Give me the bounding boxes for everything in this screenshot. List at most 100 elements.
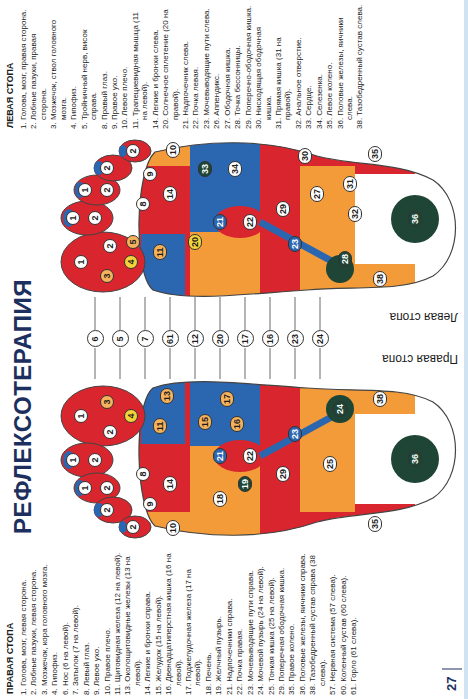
list-heading: ЛЕВАЯ СТОПА — [6, 63, 16, 128]
list-item: 61. Горло (61 слева). — [349, 549, 358, 695]
callout-number: 24 — [333, 401, 347, 417]
callout-number: 9 — [143, 497, 157, 511]
list-item: 19. Желчный пузырь. — [214, 549, 223, 695]
callout-number: 4 — [124, 255, 138, 269]
list-item: 3. Мозжечок, ствол головного мозга. — [49, 4, 68, 129]
list-item: 32. Анальное отверстие. — [294, 4, 303, 129]
callout-number: 5 — [112, 331, 129, 348]
left-foot — [55, 134, 460, 304]
list-item: 33. Сердце. — [304, 4, 313, 129]
list-item: 4. Гипофиз. — [69, 4, 78, 129]
list-item: 23. Мочевыводящие пути слева. — [202, 4, 211, 129]
callout-number: 2 — [88, 453, 102, 467]
foot-label: Правая стопа — [382, 352, 458, 366]
page-title: РЕФЛЕКСОТЕРАПИЯ — [10, 279, 36, 534]
callout-number: 7 — [137, 331, 154, 348]
callout-number: 14 — [163, 476, 177, 492]
list-item: 24. Мочевой пузырь (24 на левой). — [256, 549, 265, 695]
callout-number: 11 — [153, 244, 167, 260]
list-item: 38. Тазобедренный сустав слева. — [355, 4, 364, 129]
callout-number: 16 — [262, 331, 279, 348]
list-item: 34. Селезенка. — [315, 4, 324, 129]
callout-number: 2 — [88, 211, 102, 225]
list-item: 60. Коленный сустав (60 слева). — [339, 549, 348, 695]
list-item: 36. Половые железы, яичники справа. — [298, 549, 307, 695]
callout-number: 24 — [312, 331, 329, 348]
callout-number: 34 — [228, 161, 242, 177]
list-item: 38. Тазобедренный сустав справа (38 слев… — [308, 549, 327, 695]
list-item: 29. Поперечно-ободочная кишка. — [244, 4, 253, 129]
list-item: 57. Нервная система (57 слева). — [328, 549, 337, 695]
callout-number: 33 — [198, 161, 212, 177]
callout-number: 10 — [166, 520, 180, 536]
callout-number: 16 — [230, 416, 244, 432]
callout-number: 30 — [298, 148, 312, 164]
callout-number: 2 — [100, 183, 114, 197]
callout-number: 9 — [143, 167, 157, 181]
callout-number: 5 — [126, 235, 140, 249]
list-item: 36. Половые железы, яичники слева. — [336, 4, 355, 129]
callout-number: 13 — [160, 388, 174, 404]
list-item: 27. Ободочная кишка. — [223, 4, 232, 129]
list-item: 15. Желудок (15 на левой). — [154, 549, 163, 695]
list-item: 20. Солнечное сплетение (20 на правой). — [161, 4, 180, 129]
callout-number: 3 — [100, 395, 114, 409]
list-item: 10. Правое плечо. — [103, 549, 112, 695]
list-item: 31. Прямая кишка (31 на правой). — [274, 4, 293, 129]
list-item: 18. Печень. — [204, 549, 213, 695]
callout-number: 1 — [74, 255, 88, 269]
list-item: 35. Правое колено. — [287, 549, 296, 695]
callout-number: 2 — [100, 481, 114, 495]
list-item: 25. Тонкая кишка (25 на левой). — [267, 549, 276, 695]
list-item: 11. Щитовидная железа (12 на левой). — [113, 549, 122, 695]
callout-number: 61 — [162, 331, 179, 348]
list-item: 26. Аппендикс. — [212, 4, 221, 129]
callout-number: 17 — [220, 391, 234, 407]
callout-number: 29 — [276, 466, 290, 482]
callout-number: 38 — [373, 271, 387, 287]
callout-number: 22 — [243, 448, 257, 464]
list-item: 16. Двенадцатиперстная кишка (16 на лево… — [164, 549, 183, 695]
callout-number: 32 — [348, 206, 362, 222]
foot-label: Левая стопа — [389, 310, 458, 324]
callout-number: 36 — [408, 211, 422, 227]
callout-number: 2 — [100, 503, 114, 517]
callout-number: 2 — [103, 425, 117, 439]
callout-number: 29 — [276, 201, 290, 217]
callout-number: 2 — [126, 144, 140, 158]
list-item: 13. Околощитовидные железы (13 на левой)… — [123, 549, 142, 695]
list-heading: ПРАВАЯ СТОПА — [6, 623, 16, 694]
organ-list: 1. Голова, мозг, правая сторона.2. Лобны… — [19, 4, 366, 129]
callout-number: 20 — [212, 331, 229, 348]
callout-number: 21 — [213, 448, 227, 464]
callout-number: 38 — [373, 391, 387, 407]
list-item: 10. Левое плечо. — [120, 4, 129, 129]
callout-number: 23 — [288, 426, 302, 442]
callout-number: 2 — [126, 520, 140, 534]
list-item: 21. Надпочечники справа. — [225, 549, 234, 695]
callout-number: 23 — [287, 331, 304, 348]
callout-number: 14 — [163, 186, 177, 202]
list-item: 3. Мозжечок, кора головного мозга. — [40, 549, 49, 695]
callout-number: 1 — [78, 183, 92, 197]
list-item: 8. Правый глаз. — [100, 4, 109, 129]
list-item: 17. Поджелудочная железа (17 на левой). — [184, 549, 203, 695]
list-item: 8. Левый глаз. — [82, 549, 91, 695]
callout-number: 15 — [198, 414, 212, 430]
callout-number: 1 — [74, 409, 88, 423]
list-item: 23. Мочевыводящие пути справа. — [246, 549, 255, 695]
callout-number: 27 — [310, 186, 324, 202]
list-item: 35. Левое колено. — [325, 4, 334, 129]
callout-number: 20 — [188, 234, 202, 250]
list-item: 29. Поперечная ободочная кишка. — [277, 549, 286, 695]
list-item: 22. Почка левая. — [191, 4, 200, 129]
list-item: 22. Почка правая. — [235, 549, 244, 695]
callout-number: 8 — [136, 197, 150, 211]
callout-number: 6 — [87, 331, 104, 348]
callout-number: 1 — [66, 453, 80, 467]
list-item: 9. Левое ухо. — [92, 549, 101, 695]
callout-number: 23 — [288, 236, 302, 252]
list-item: 7. Затылок (7 на левой). — [71, 549, 80, 695]
